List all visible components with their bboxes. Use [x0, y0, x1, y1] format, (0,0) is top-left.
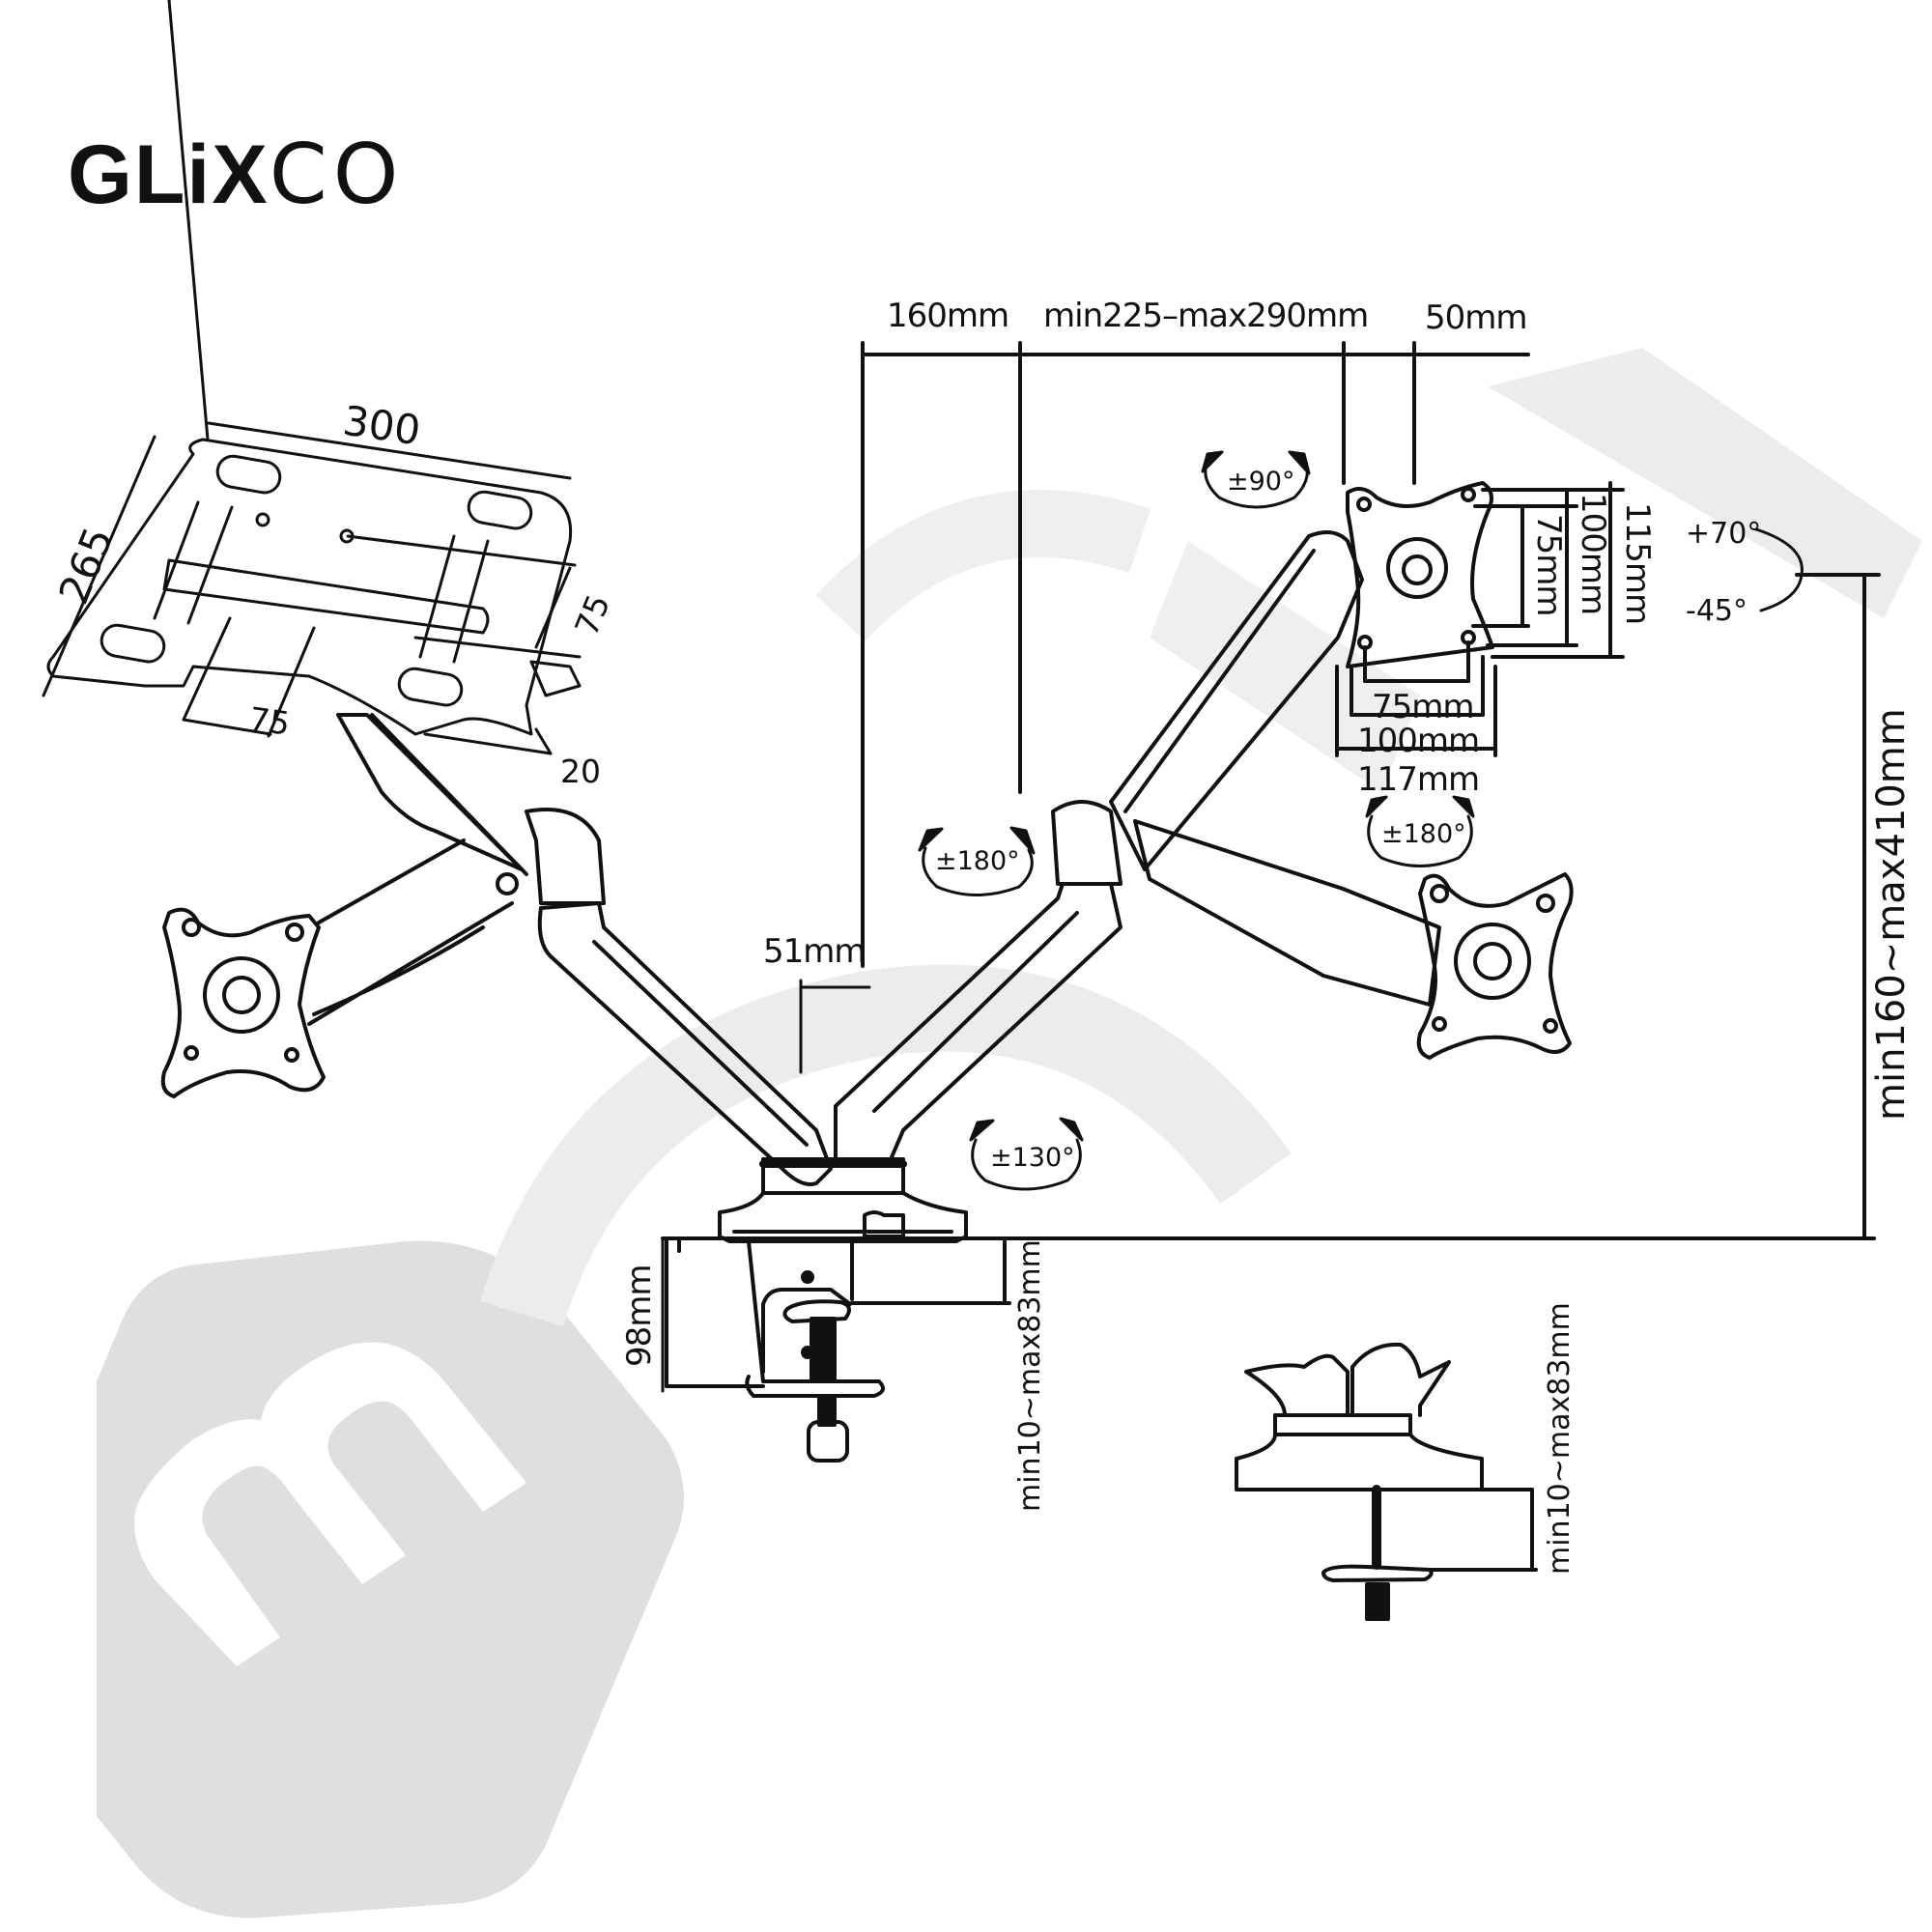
rotation-180-arm: ±180°	[935, 846, 1020, 876]
tilt-down: -45°	[1686, 594, 1747, 628]
top-dimension-line	[861, 341, 1530, 968]
rotation-arcs	[918, 450, 1804, 1191]
dim-160: 160mm	[887, 297, 1009, 335]
watermark-m	[134, 1342, 526, 1666]
tilt-up: +70°	[1686, 517, 1762, 551]
vesa-v115: 115mm	[1618, 502, 1657, 625]
left-vesa-plate	[160, 838, 514, 1098]
rotation-90: ±90°	[1227, 467, 1295, 497]
tray-lip-20: 20	[560, 753, 601, 790]
tray-width: 300	[340, 396, 424, 455]
vesa-h75: 75mm	[1372, 688, 1475, 726]
grommet-desk-thickness: min10~max83mm	[1543, 1302, 1577, 1575]
vesa-h117: 117mm	[1357, 760, 1480, 799]
brand-logo: GLiXCO	[68, 133, 404, 216]
left-arm-upper	[336, 713, 606, 905]
right-arm-upper	[1109, 530, 1441, 1007]
c-clamp	[665, 1236, 1011, 1463]
tray-vesa-75-horizontal: 75	[246, 699, 293, 743]
vesa-v100: 100mm	[1574, 493, 1612, 615]
clamp-height: 98mm	[620, 1264, 659, 1367]
vesa-v75: 75mm	[1529, 514, 1568, 616]
brand-name-bold: GLiX	[68, 128, 270, 221]
dim-225-290: min225–max290mm	[1043, 297, 1369, 335]
desk-line	[661, 573, 1881, 1240]
right-vesa-plate-lower	[1416, 872, 1574, 1060]
grommet-mount	[1235, 1342, 1538, 1621]
brand-name-light: CO	[269, 127, 405, 223]
left-arm-lower	[537, 901, 833, 1186]
pole-offset-dim	[799, 979, 871, 1074]
laptop-tray	[42, 0, 582, 755]
clamp-desk-thickness: min10~max83mm	[1013, 1239, 1047, 1512]
base	[718, 1157, 968, 1243]
pole-height-range: min160~max410mm	[1869, 708, 1914, 1121]
rotation-130-base: ±130°	[990, 1143, 1075, 1173]
vesa-h100: 100mm	[1357, 722, 1480, 760]
right-vesa-plate-upper	[1335, 481, 1625, 757]
dim-50: 50mm	[1425, 298, 1528, 337]
rotation-180-plate: ±180°	[1381, 819, 1466, 849]
watermark-badge	[97, 1240, 684, 1918]
pole-offset: 51mm	[763, 932, 867, 971]
